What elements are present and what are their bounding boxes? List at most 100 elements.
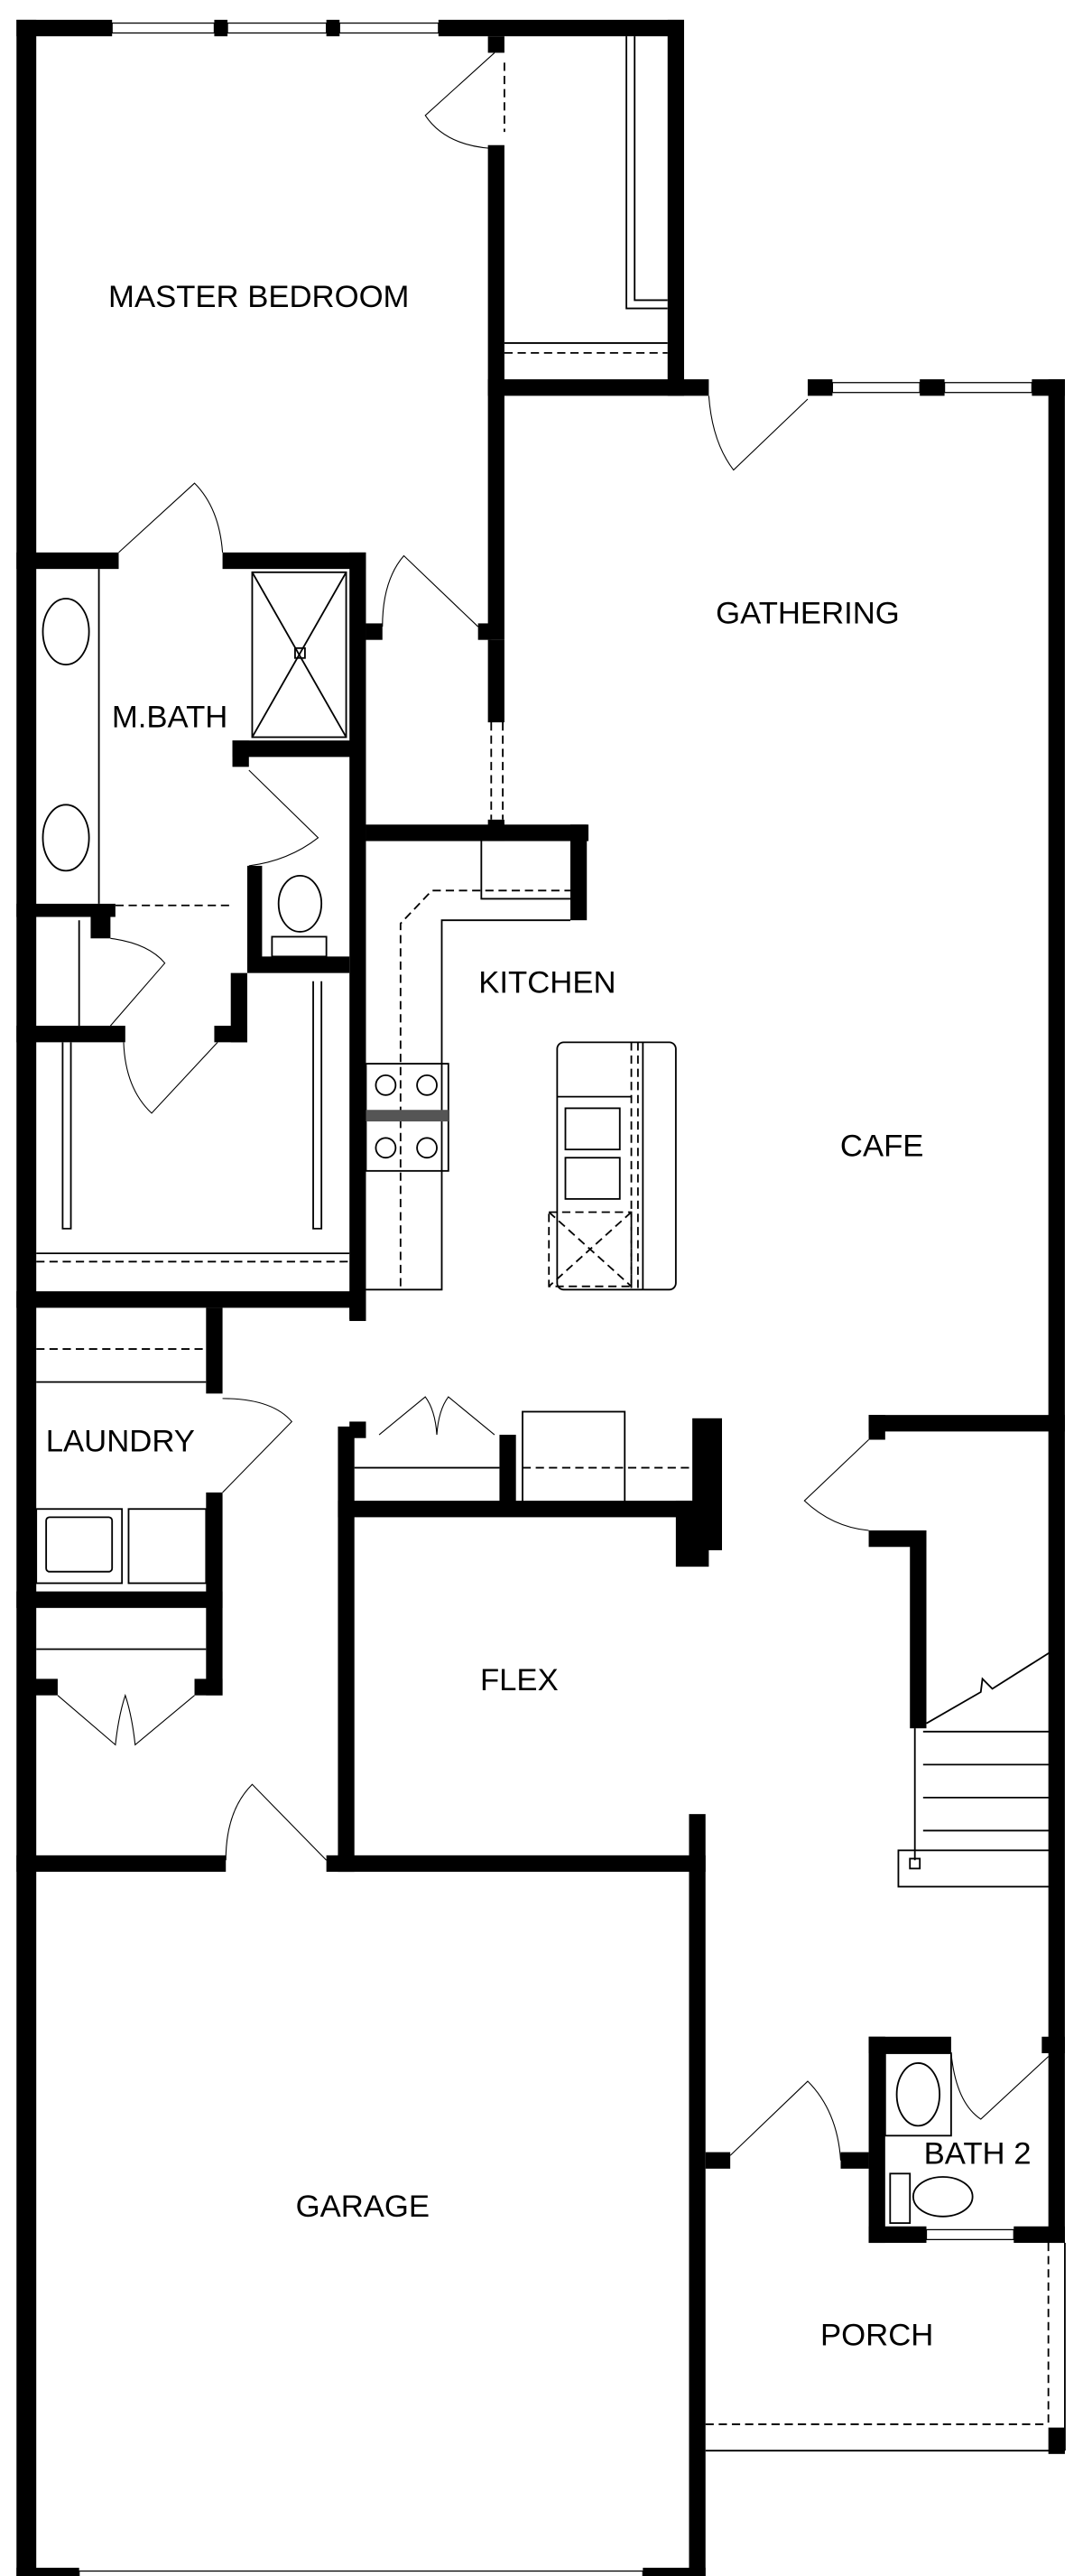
burner xyxy=(375,1074,397,1096)
label-flex: FLEX xyxy=(480,1663,559,1697)
closet-rod xyxy=(61,981,323,1230)
wall xyxy=(366,623,383,640)
label-garage: GARAGE xyxy=(296,2190,430,2224)
kitchen-island xyxy=(556,1041,677,1291)
wall xyxy=(868,1415,1065,1432)
wall xyxy=(487,36,504,53)
wall xyxy=(1041,2036,1065,2053)
stair-treads xyxy=(922,1730,1055,1832)
wall xyxy=(499,1435,516,1510)
wall xyxy=(32,1679,58,1696)
wall xyxy=(16,19,113,37)
wall xyxy=(326,1855,706,1873)
wall xyxy=(230,972,247,1043)
door-bath-2 xyxy=(950,2052,1050,2120)
window xyxy=(227,22,328,34)
door-entry xyxy=(729,2080,842,2161)
door-walk-in-closet xyxy=(123,1041,218,1114)
walls xyxy=(16,19,1065,2576)
wall xyxy=(16,1291,366,1308)
window-mullion xyxy=(920,379,945,396)
wall xyxy=(1014,2226,1065,2244)
wall xyxy=(246,956,350,973)
label-cafe: CAFE xyxy=(840,1129,924,1163)
wall xyxy=(232,740,365,758)
wall xyxy=(868,2036,951,2053)
shower xyxy=(251,571,347,739)
doors xyxy=(57,52,1050,2161)
wall xyxy=(232,740,249,767)
label-bath-2: BATH 2 xyxy=(924,2136,1032,2171)
wall xyxy=(1048,379,1065,2244)
wall xyxy=(1048,2427,1065,2454)
wall xyxy=(194,1679,223,1696)
washer xyxy=(35,1508,124,1585)
wall xyxy=(16,1591,223,1608)
pass-through xyxy=(490,722,504,820)
door-laundry-closet xyxy=(57,1693,195,1746)
oven xyxy=(564,1157,621,1200)
wall xyxy=(222,552,366,570)
wall xyxy=(246,865,263,965)
toilet xyxy=(277,874,323,933)
door-master-hall xyxy=(382,554,479,628)
wall xyxy=(206,1307,223,1394)
label-gathering: GATHERING xyxy=(716,596,900,630)
wall xyxy=(16,1855,227,1873)
dryer xyxy=(127,1508,208,1585)
counter-edge xyxy=(399,889,570,1287)
window xyxy=(338,22,440,34)
wall xyxy=(438,19,684,37)
wall xyxy=(868,2226,927,2244)
sink xyxy=(42,804,90,872)
wall xyxy=(338,1426,355,1873)
closet-shelf xyxy=(625,36,668,310)
label-master-bedroom: MASTER BEDROOM xyxy=(108,280,409,314)
porch-edge xyxy=(705,2243,1050,2425)
wall xyxy=(349,552,366,1320)
cabinet xyxy=(522,1410,626,1503)
wall xyxy=(487,379,709,396)
wall xyxy=(366,824,589,842)
wall xyxy=(569,824,588,921)
door-master-closet xyxy=(424,52,495,149)
wall xyxy=(349,1291,366,1322)
label-laundry: LAUNDRY xyxy=(46,1424,195,1458)
wall xyxy=(705,2152,731,2169)
washer-lid xyxy=(45,1516,114,1573)
window xyxy=(831,382,921,394)
door-flex-closet xyxy=(378,1396,495,1436)
wall xyxy=(90,912,111,939)
label-kitchen: KITCHEN xyxy=(478,966,616,1000)
burner xyxy=(416,1137,438,1159)
burner xyxy=(416,1074,438,1096)
range-divider xyxy=(366,1110,449,1122)
newel-post xyxy=(909,1857,921,1870)
tub-basin xyxy=(895,2062,941,2127)
door-garage xyxy=(225,1783,328,1861)
door-master-bath xyxy=(118,482,224,553)
wall xyxy=(643,2567,706,2576)
window xyxy=(943,382,1033,394)
wall xyxy=(477,623,492,640)
toilet-tank xyxy=(889,2172,912,2225)
porch-slab xyxy=(705,2243,1066,2452)
door-stair-closet xyxy=(803,1439,869,1531)
tub xyxy=(884,2052,952,2137)
counter xyxy=(366,919,570,1291)
burner xyxy=(375,1137,397,1159)
toilet-tank xyxy=(271,935,328,958)
wall xyxy=(868,1415,885,1440)
wall xyxy=(16,2567,79,2576)
wall xyxy=(910,1530,927,1729)
room-labels: MASTER BEDROOM GATHERING M.BATH KITCHEN … xyxy=(46,280,1032,2353)
wall xyxy=(487,639,504,723)
wall xyxy=(689,1814,706,2576)
oven xyxy=(564,1107,621,1150)
dishwasher-x xyxy=(548,1211,633,1288)
dishwasher xyxy=(548,1211,633,1288)
window xyxy=(925,2228,1014,2241)
door-toilet xyxy=(248,769,319,867)
stair-break xyxy=(926,1648,1056,1725)
